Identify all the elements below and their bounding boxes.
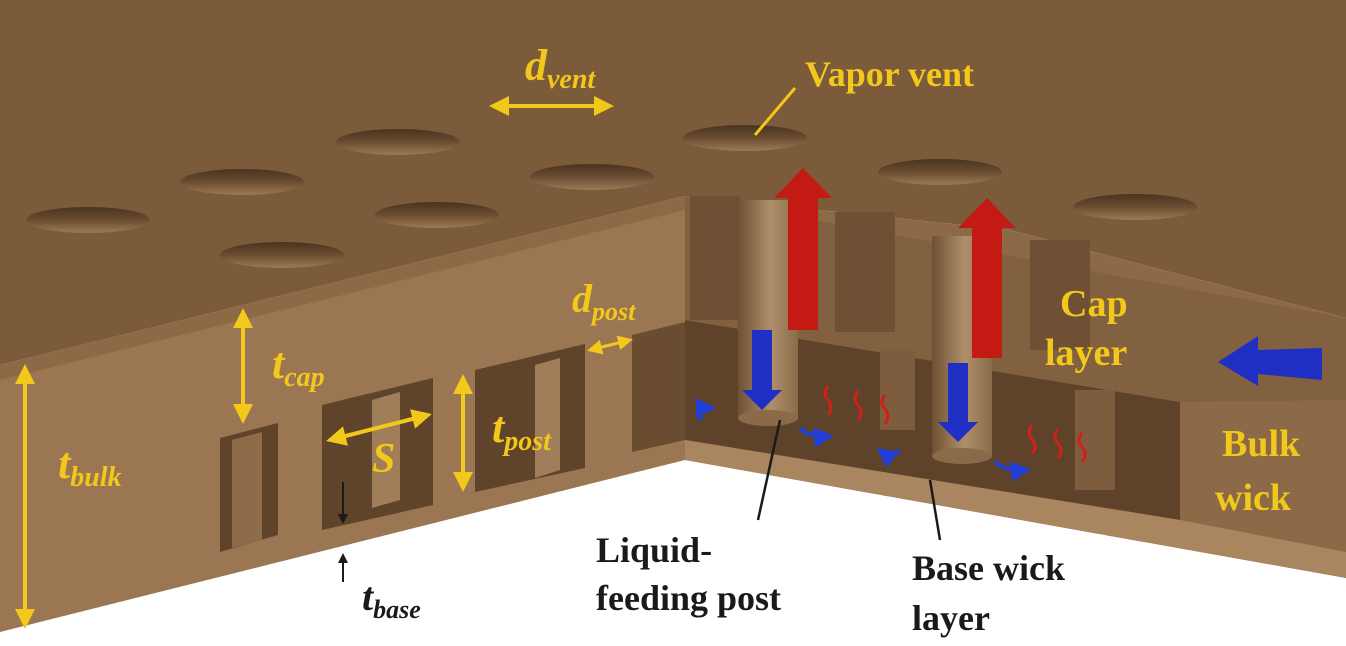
- spread-flow-arrows: [695, 398, 1031, 482]
- liquid-feeding-post-bottom: [932, 448, 992, 464]
- vapor-vent-leader: [753, 87, 797, 136]
- base-wick-layer-label-line1: Base wick: [912, 548, 1065, 588]
- vent-holes: [26, 125, 1197, 268]
- cap-slot: [690, 196, 740, 320]
- bulk-wick-label-line1: Bulk: [1222, 423, 1301, 465]
- liquid-feeding-post-bottom: [738, 410, 798, 426]
- inner-post: [1075, 390, 1115, 490]
- liquid-arrow: [938, 363, 978, 442]
- t-post-label: tpost: [492, 403, 552, 457]
- liquid-feeding-post-label-line2: feeding post: [596, 578, 781, 618]
- d-vent-label: dvent: [525, 41, 596, 95]
- inner-post: [880, 350, 915, 430]
- cap-layer-label-line2: layer: [1045, 332, 1127, 374]
- front-face-shade: [0, 196, 685, 380]
- cap-layer-label-line1: Cap: [1060, 283, 1128, 325]
- cap-slot: [1030, 240, 1090, 350]
- liquid-post-leader: [756, 419, 782, 521]
- evaporation-marks: [823, 385, 1087, 463]
- top-surface: [0, 0, 1346, 365]
- bulk-wick-label-line2: wick: [1215, 477, 1292, 519]
- spacing-label: S: [372, 436, 395, 482]
- d-post-dimension: [587, 335, 633, 355]
- base-wick-layer-face: [685, 440, 1346, 578]
- vapor-arrow: [774, 168, 832, 330]
- spacing-dimension: [326, 409, 432, 446]
- vapor-vent-label: Vapor vent: [805, 54, 974, 94]
- bulk-flow-arrow: [1218, 336, 1322, 386]
- base-wick-layer-label-line2: layer: [912, 598, 990, 638]
- t-base-label: tbase: [362, 574, 421, 624]
- t-cap-label: tcap: [272, 339, 325, 393]
- vapor-arrow: [958, 198, 1016, 358]
- cap-slot: [835, 212, 895, 332]
- liquid-feeding-post-label-line1: Liquid-: [596, 530, 712, 570]
- t-bulk-label: tbulk: [58, 439, 122, 493]
- base-wick-leader: [928, 479, 942, 541]
- liquid-arrow: [742, 330, 782, 410]
- d-post-label: dpost: [572, 276, 636, 326]
